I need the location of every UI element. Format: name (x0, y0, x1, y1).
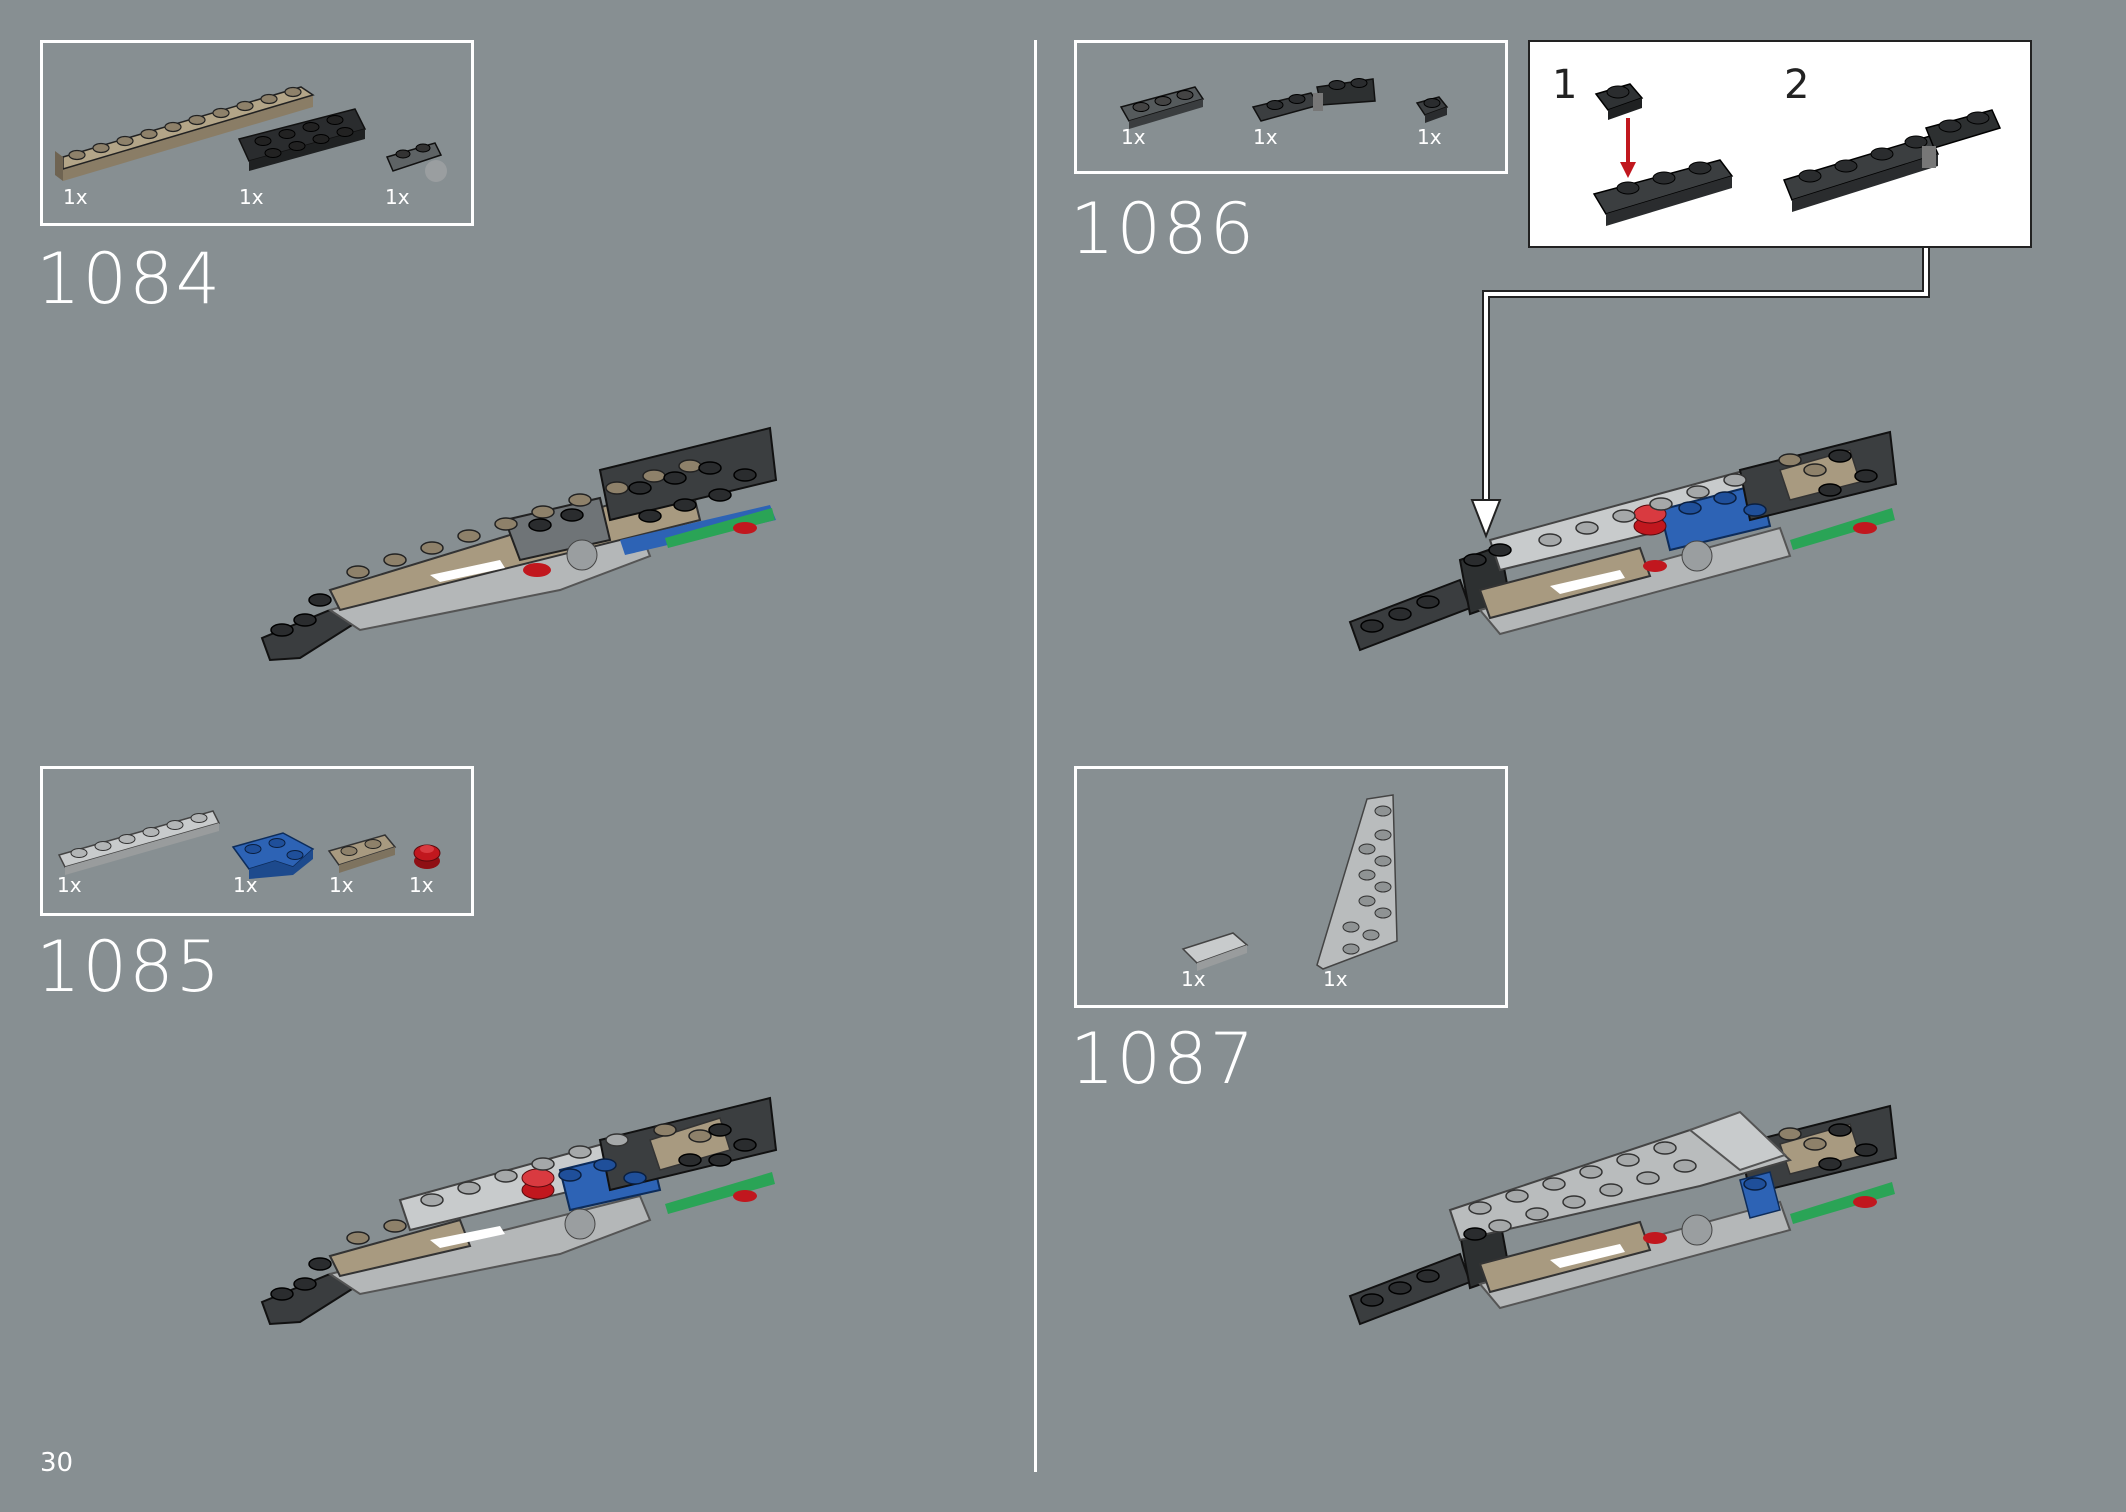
parts-icons-1087 (1181, 794, 1398, 971)
part-qty: 1x (1121, 125, 1146, 149)
ball-joint-plate-icon (385, 142, 447, 182)
parts-list-1085: 1x 1x 1x 1x (40, 766, 474, 916)
substep-number: 2 (1784, 62, 1810, 108)
dark-grey-plate-1x1-icon (1415, 96, 1449, 123)
substep-number: 1 (1552, 62, 1578, 108)
dark-grey-plate-2x4-icon (237, 108, 367, 171)
hinge-plate-pair-icon (1251, 78, 1376, 122)
red-round-plate-icon (413, 844, 441, 869)
part-qty: 1x (1181, 967, 1206, 991)
step-number-1087: 1087 (1070, 1018, 1257, 1100)
part-qty: 1x (63, 185, 88, 209)
part-qty: 1x (385, 185, 410, 209)
sub-assembly-callout: 1 2 (1528, 40, 2032, 248)
part-qty: 1x (239, 185, 264, 209)
wedge-plate-icon (1316, 794, 1398, 970)
arrow-down-icon (1620, 118, 1636, 178)
part-qty: 1x (233, 873, 258, 897)
light-grey-plate-1x6-icon (57, 810, 221, 875)
page-number: 30 (40, 1448, 74, 1478)
part-qty: 1x (409, 873, 434, 897)
dark-grey-plate-1x3-icon (1592, 159, 1734, 226)
page-divider (1034, 40, 1037, 1472)
parts-icons-1084 (55, 86, 447, 182)
tan-plate-1x10-icon (55, 86, 315, 181)
part-qty: 1x (1253, 125, 1278, 149)
step-number-1084: 1084 (36, 238, 223, 320)
parts-icons-1086 (1119, 78, 1449, 129)
hinged-assembly-icon (1782, 109, 2002, 212)
sub-assembly-icons (1592, 83, 2002, 226)
part-qty: 1x (1417, 125, 1442, 149)
tan-plate-1x2-icon (327, 834, 397, 873)
parts-list-1084: 1x 1x 1x (40, 40, 474, 226)
part-qty: 1x (1323, 967, 1348, 991)
dark-grey-plate-1x1-icon (1594, 83, 1644, 120)
dark-grey-plate-1x3-icon (1119, 86, 1205, 129)
part-qty: 1x (57, 873, 82, 897)
part-qty: 1x (329, 873, 354, 897)
step-number-1086: 1086 (1070, 188, 1257, 270)
parts-list-1087: 1x 1x (1074, 766, 1508, 1008)
parts-icons-1085 (57, 810, 441, 879)
step-number-1085: 1085 (36, 926, 223, 1008)
blue-corner-plate-icon (231, 832, 315, 879)
light-grey-tile-1x2-icon (1181, 932, 1249, 971)
parts-list-1086: 1x 1x 1x (1074, 40, 1508, 174)
